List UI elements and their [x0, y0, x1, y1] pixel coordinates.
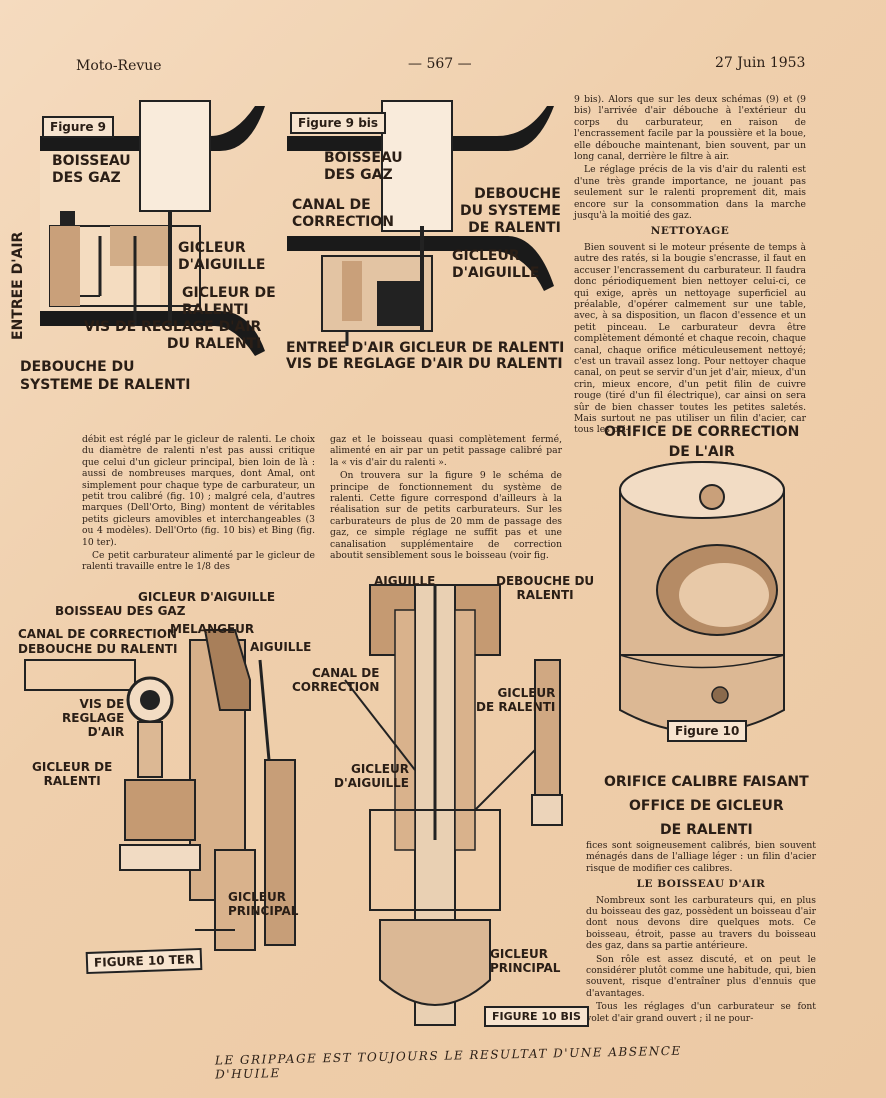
figure-10-ter-label: FIGURE 10 TER [85, 947, 203, 975]
figure-9-label: Figure 9 [42, 116, 115, 138]
fig10bis-canal-label: CANAL DE CORRECTION [292, 666, 380, 694]
fig10ter-gicleur-aiguille-label: GICLEUR D'AIGUILLE [138, 590, 276, 604]
fig10-orifice-correction-label: ORIFICE DE CORRECTION DE L'AIR [604, 424, 800, 460]
fig9-boisseau-label: BOISSEAU DES GAZ [52, 153, 131, 186]
fig9bis-entree-gicleur-label: ENTREE D'AIR GICLEUR DE RALENTI [286, 340, 565, 356]
fig10bis-gicleur-principal-label: GICLEUR PRINCIPAL [490, 947, 561, 975]
fig9-vis-label: VIS DE REGLAGE D'AIR DU RALENTI [84, 319, 262, 352]
figure-10-label: Figure 10 [667, 720, 748, 742]
fig10ter-melangeur-label: MELANGEUR [170, 622, 255, 636]
section-heading-nettoyage: NETTOYAGE [650, 225, 730, 238]
paragraph: Son rôle est assez discuté, et on peut l… [586, 953, 816, 999]
figure-9-bis-diagram [287, 100, 554, 346]
figure-10-ter-diagram [24, 629, 296, 951]
fig10ter-gicleur-principal-label: GICLEUR PRINCIPAL [228, 890, 299, 918]
fig10ter-canal-label: CANAL DE CORRECTION [18, 627, 177, 641]
fig9-debouche-label: DEBOUCHE DU SYSTEME DE RALENTI [20, 359, 191, 393]
paragraph: On trouvera sur la figure 9 le schéma de… [330, 470, 562, 562]
paragraph: Le réglage précis de la vis d'air du ral… [574, 164, 806, 222]
paragraph: Tous les réglages d'un carburateur se fo… [586, 1001, 816, 1024]
fig10-orifice-calibre-label: ORIFICE CALIBRE FAISANT OFFICE DE GICLEU… [604, 774, 809, 838]
figure-9-diagram [40, 100, 265, 356]
figure-10-diagram [619, 461, 785, 734]
fig9bis-gicleur-aiguille-label: GICLEUR D'AIGUILLE [452, 248, 540, 281]
paragraph: débit est réglé par le gicleur de ralent… [82, 434, 315, 548]
fig10ter-boisseau-label: BOISSEAU DES GAZ [55, 604, 186, 618]
fig10bis-gicleur-ralenti-label: GICLEUR DE RALENTI [476, 686, 556, 714]
fig9-gicleur-aiguille-label: GICLEUR D'AIGUILLE [178, 240, 266, 273]
paragraph: gaz et le boisseau quasi complètement fe… [330, 434, 562, 468]
magazine-name: Moto-Revue [76, 58, 162, 74]
figure-10-bis-label: FIGURE 10 BIS [484, 1006, 589, 1027]
fig9bis-debouche-label: DEBOUCHE DU SYSTEME DE RALENTI [460, 186, 561, 236]
fig10ter-vis-label: VIS DE REGLAGE D'AIR [62, 697, 125, 739]
text-column-center-mid: gaz et le boisseau quasi complètement fe… [330, 434, 562, 563]
fig10ter-aiguille-label: AIGUILLE [250, 640, 312, 654]
fig9-entree-air-label: ENTREE D'AIR [10, 231, 26, 340]
fig9-gicleur-ralenti-label: GICLEUR DE RALENTI [182, 285, 276, 318]
paragraph: fices sont soigneusement calibrés, bien … [586, 840, 816, 874]
page-number: — 567 — [408, 56, 472, 72]
section-heading-boisseau-air: LE BOISSEAU D'AIR [636, 878, 766, 891]
paragraph: Nombreux sont les carburateurs qui, en p… [586, 894, 816, 952]
paragraph: Bien souvent si le moteur présente de te… [574, 241, 806, 436]
figure-9-bis-label: Figure 9 bis [290, 112, 387, 134]
fig10bis-gicleur-aiguille-label: GICLEUR D'AIGUILLE [334, 762, 409, 790]
fig10ter-gicleur-ralenti-label: GICLEUR DE RALENTI [32, 760, 113, 788]
issue-date: 27 Juin 1953 [715, 55, 806, 71]
fig10bis-aiguille-label: AIGUILLE [374, 574, 436, 588]
text-column-right-top: 9 bis). Alors que sur les deux schémas (… [574, 94, 806, 438]
paragraph: 9 bis). Alors que sur les deux schémas (… [574, 94, 806, 163]
footer-slogan: LE GRIPPAGE EST TOUJOURS LE RESULTAT D'U… [214, 1043, 682, 1082]
text-column-right-bottom: fices sont soigneusement calibrés, bien … [586, 840, 816, 1026]
fig10ter-debouche-label: DEBOUCHE DU RALENTI [18, 642, 178, 656]
text-column-left-mid: débit est réglé par le gicleur de ralent… [82, 434, 315, 575]
fig9bis-canal-label: CANAL DE CORRECTION [292, 197, 394, 230]
fig9bis-boisseau-label: BOISSEAU DES GAZ [324, 150, 403, 183]
paragraph: Ce petit carburateur alimenté par le gic… [82, 550, 315, 573]
fig9bis-vis-label: VIS DE REGLAGE D'AIR DU RALENTI [286, 356, 563, 372]
figure-10-bis-diagram [344, 584, 563, 1026]
fig10bis-debouche-label: DEBOUCHE DU RALENTI [496, 574, 595, 602]
